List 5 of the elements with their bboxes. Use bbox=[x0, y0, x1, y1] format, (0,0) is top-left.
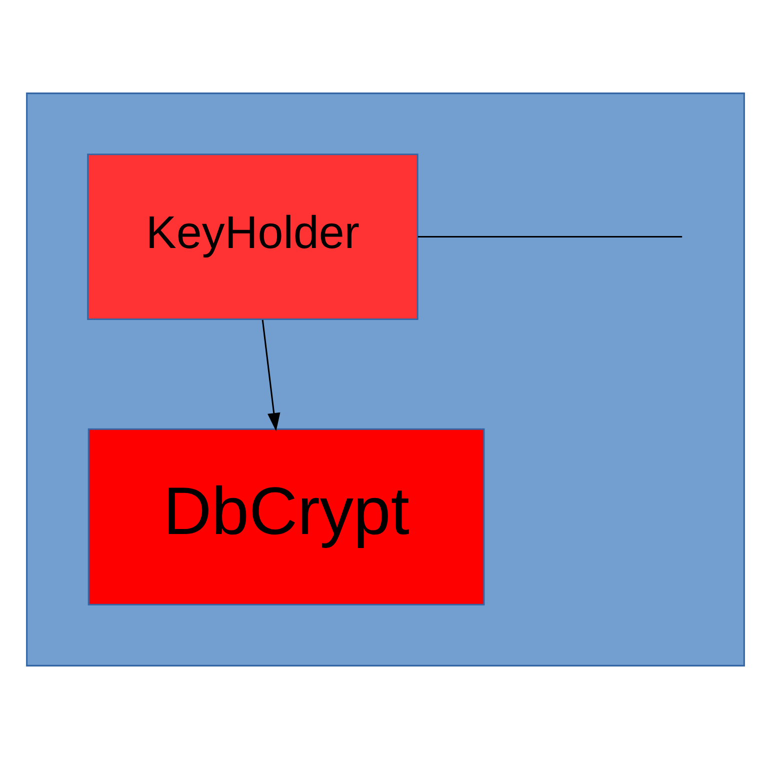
cluster bbox=[26, 92, 745, 666]
node-box: KeyHolder bbox=[87, 153, 418, 320]
arrow bbox=[262, 319, 280, 431]
connector bbox=[418, 236, 682, 238]
node-box: DbCrypt bbox=[88, 428, 485, 605]
